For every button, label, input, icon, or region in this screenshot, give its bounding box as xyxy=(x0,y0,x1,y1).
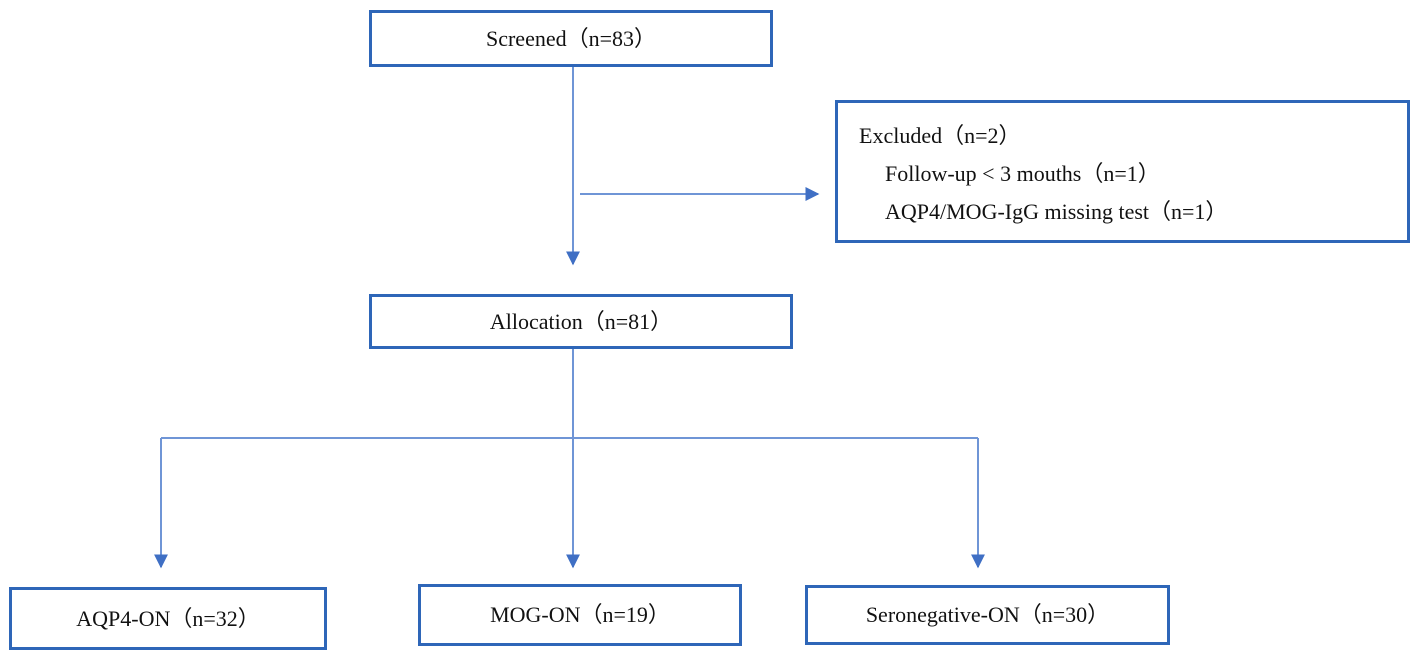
excluded-item-missing-test: AQP4/MOG-IgG missing test（n=1） xyxy=(885,199,1228,224)
group-box-seronegative-on: Seronegative-ON（n=30） xyxy=(805,585,1170,645)
excluded-box: Excluded（n=2） Follow-up < 3 mouths（n=1） … xyxy=(835,100,1410,243)
allocation-label: Allocation（n=81） xyxy=(489,308,673,334)
excluded-title: Excluded（n=2） xyxy=(859,123,1021,148)
group-label-seronegative-on: Seronegative-ON（n=30） xyxy=(865,602,1110,627)
excluded-item-followup: Follow-up < 3 mouths（n=1） xyxy=(885,161,1160,186)
allocation-box: Allocation（n=81） xyxy=(369,294,793,349)
group-box-mog-on: MOG-ON（n=19） xyxy=(418,584,742,646)
group-label-aqp4-on: AQP4-ON（n=32） xyxy=(76,605,260,631)
group-label-mog-on: MOG-ON（n=19） xyxy=(490,602,670,627)
screened-box: Screened（n=83） xyxy=(369,10,773,67)
group-box-aqp4-on: AQP4-ON（n=32） xyxy=(9,587,327,650)
screened-label: Screened（n=83） xyxy=(485,25,657,51)
